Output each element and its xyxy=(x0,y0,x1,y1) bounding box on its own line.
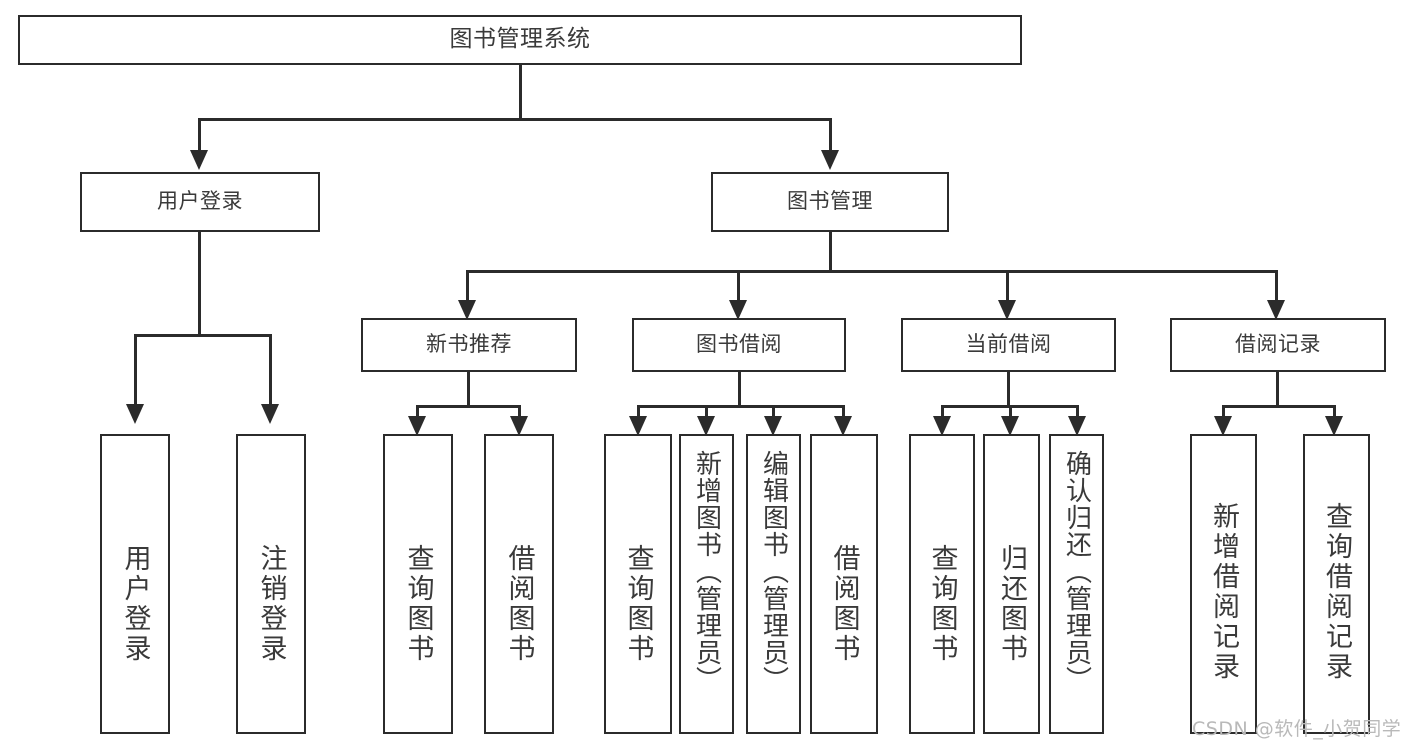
node-label: 归还图书 xyxy=(996,544,1027,664)
connector-drop-borrow-record xyxy=(1275,270,1278,302)
leaf-return-book[interactable]: 归还图书 xyxy=(983,434,1040,734)
node-label: 借阅图书 xyxy=(828,544,860,664)
connector-user-login-bus xyxy=(134,334,272,337)
arrow-new-book xyxy=(458,300,476,320)
leaf-logout[interactable]: 注销登录 xyxy=(236,434,306,734)
node-label: 图书借阅 xyxy=(696,332,782,357)
connector-current-borrow-stem xyxy=(1007,372,1010,406)
connector-new-book-bus xyxy=(416,405,521,408)
connector-drop-bb-2 xyxy=(705,405,708,423)
node-label: 借阅图书 xyxy=(503,544,535,664)
node-book-management[interactable]: 图书管理 xyxy=(711,172,949,232)
connector-level1-bus xyxy=(198,118,832,121)
arrow-leaf-logout xyxy=(261,404,279,424)
node-label: 用户登录 xyxy=(119,544,151,664)
connector-drop-new-book xyxy=(466,270,469,302)
leaf-query-book-current[interactable]: 查询图书 xyxy=(909,434,975,734)
arrow-user-login xyxy=(190,150,208,170)
arrow-bb-1 xyxy=(629,416,647,436)
connector-drop-user-login xyxy=(198,118,201,152)
arrow-book-borrow xyxy=(729,300,747,320)
connector-drop-leaf-user-login xyxy=(134,334,137,406)
connector-level2-bus xyxy=(466,270,1278,273)
node-label: 新书推荐 xyxy=(426,332,512,357)
connector-drop-bb-3 xyxy=(772,405,775,423)
node-label: 用户登录 xyxy=(157,189,243,214)
connector-book-borrow-stem xyxy=(738,372,741,406)
connector-borrow-record-stem xyxy=(1276,372,1279,406)
node-label: 查询图书 xyxy=(622,544,654,664)
arrow-bb-3 xyxy=(764,416,782,436)
arrow-bb-4 xyxy=(834,416,852,436)
node-label: 当前借阅 xyxy=(965,332,1052,357)
leaf-add-book-admin[interactable]: 新增图书（管理员） xyxy=(679,434,734,734)
connector-book-borrow-bus xyxy=(637,405,845,408)
node-root-system[interactable]: 图书管理系统 xyxy=(18,15,1022,65)
connector-drop-nb-2 xyxy=(518,405,521,423)
connector-book-manage-stem xyxy=(829,232,832,271)
connector-drop-cb-1 xyxy=(941,405,944,423)
connector-drop-current-borrow xyxy=(1006,270,1009,302)
node-current-borrow[interactable]: 当前借阅 xyxy=(901,318,1116,372)
node-label: 查询图书 xyxy=(402,544,434,664)
connector-new-book-stem xyxy=(467,372,470,406)
leaf-query-borrow-record[interactable]: 查询借阅记录 xyxy=(1303,434,1370,734)
node-label: 查询图书 xyxy=(926,544,958,664)
node-book-borrow[interactable]: 图书借阅 xyxy=(632,318,846,372)
connector-drop-cb-3 xyxy=(1076,405,1079,423)
connector-drop-book-manage xyxy=(829,118,832,152)
leaf-add-borrow-record[interactable]: 新增借阅记录 xyxy=(1190,434,1257,734)
connector-drop-book-borrow xyxy=(737,270,740,302)
leaf-borrow-book-recommend[interactable]: 借阅图书 xyxy=(484,434,554,734)
connector-user-login-stem xyxy=(198,232,201,334)
node-label: 借阅记录 xyxy=(1235,332,1321,357)
arrow-borrow-record xyxy=(1267,300,1285,320)
arrow-nb-1 xyxy=(408,416,426,436)
connector-drop-cb-2 xyxy=(1009,405,1012,423)
connector-drop-leaf-logout xyxy=(269,334,272,406)
node-borrow-record[interactable]: 借阅记录 xyxy=(1170,318,1386,372)
connector-borrow-record-bus xyxy=(1222,405,1336,408)
node-label: 确认归还（管理员） xyxy=(1061,450,1092,693)
arrow-cb-2 xyxy=(1001,416,1019,436)
arrow-book-manage xyxy=(821,150,839,170)
arrow-cb-3 xyxy=(1068,416,1086,436)
node-user-login[interactable]: 用户登录 xyxy=(80,172,320,232)
arrow-current-borrow xyxy=(998,300,1016,320)
connector-drop-bb-4 xyxy=(842,405,845,423)
node-new-book-recommend[interactable]: 新书推荐 xyxy=(361,318,577,372)
node-label: 注销登录 xyxy=(255,544,287,664)
connector-drop-br-1 xyxy=(1222,405,1225,423)
arrow-cb-1 xyxy=(933,416,951,436)
arrow-leaf-user-login xyxy=(126,404,144,424)
arrow-bb-2 xyxy=(697,416,715,436)
leaf-query-book-borrow[interactable]: 查询图书 xyxy=(604,434,672,734)
leaf-confirm-return-admin[interactable]: 确认归还（管理员） xyxy=(1049,434,1104,734)
leaf-borrow-book[interactable]: 借阅图书 xyxy=(810,434,878,734)
connector-drop-bb-1 xyxy=(637,405,640,423)
leaf-edit-book-admin[interactable]: 编辑图书（管理员） xyxy=(746,434,801,734)
connector-root-stem xyxy=(519,65,522,118)
arrow-nb-2 xyxy=(510,416,528,436)
arrow-br-2 xyxy=(1325,416,1343,436)
node-label: 新增图书（管理员） xyxy=(691,450,722,693)
arrow-br-1 xyxy=(1214,416,1232,436)
connector-drop-br-2 xyxy=(1333,405,1336,423)
connector-drop-nb-1 xyxy=(416,405,419,423)
node-label: 图书管理系统 xyxy=(449,26,591,53)
node-label: 编辑图书（管理员） xyxy=(758,450,789,693)
leaf-user-login[interactable]: 用户登录 xyxy=(100,434,170,734)
node-label: 新增借阅记录 xyxy=(1208,502,1239,682)
csdn-watermark: CSDN @软件_小贺同学 xyxy=(1192,718,1402,740)
node-label: 图书管理 xyxy=(787,189,873,214)
leaf-query-book-recommend[interactable]: 查询图书 xyxy=(383,434,453,734)
node-label: 查询借阅记录 xyxy=(1321,502,1352,682)
